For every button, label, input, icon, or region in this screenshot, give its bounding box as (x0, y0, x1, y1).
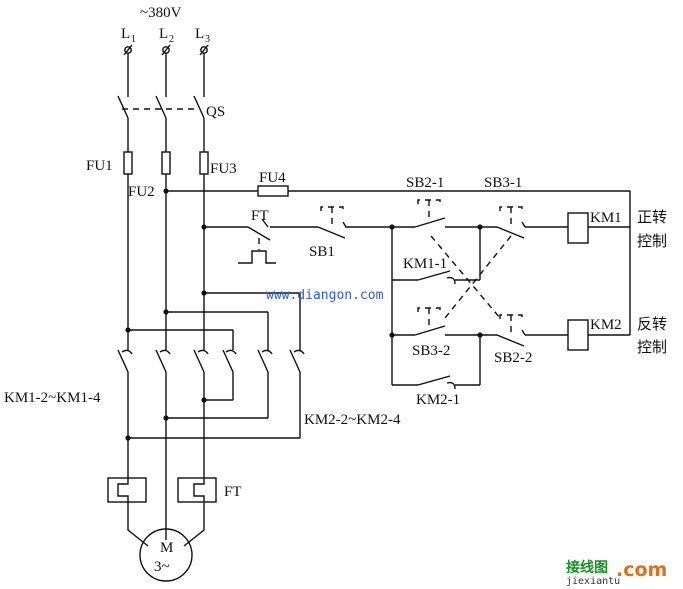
fuse-fu3 (199, 151, 209, 175)
sb2-1-contact (414, 217, 446, 228)
watermark-logo-com: .com (616, 559, 667, 581)
label-fu1: FU1 (86, 158, 113, 174)
km2-main-contact-2 (257, 349, 269, 373)
label-ft-switch: FT (251, 208, 269, 224)
label-l2: L (159, 26, 168, 42)
km1-main-contact-2 (155, 349, 167, 373)
watermark-url: www.diangon.com (266, 288, 384, 303)
coil-km1 (567, 212, 589, 244)
label-l3-sub: 3 (205, 34, 210, 45)
label-qs: QS (206, 104, 225, 120)
motor-label-3phase: 3~ (154, 559, 170, 575)
label-sb1: SB1 (309, 244, 335, 260)
motor (139, 528, 193, 582)
label-sb3-1: SB3-1 (484, 175, 522, 191)
km2-main-contact-1 (222, 349, 234, 373)
label-sb2-1: SB2-1 (406, 175, 444, 191)
thermal-heater-2 (177, 477, 217, 503)
motor-label-m: M (160, 540, 173, 556)
label-km2-main: KM2-2~KM2-4 (304, 412, 401, 428)
coil-km2 (567, 319, 589, 351)
label-km1-coil: KM1 (590, 210, 622, 226)
label-l1: L (121, 26, 130, 42)
ft-thermal-symbol (238, 250, 276, 264)
watermarks: www.diangon.com 接线图 .com jiexiantu (266, 288, 667, 587)
watermark-logo-pinyin: jiexiantu (566, 576, 620, 587)
fuse-fu1 (123, 151, 133, 175)
power-circuit (107, 290, 305, 582)
label-km2-1: KM2-1 (416, 392, 460, 408)
label-forward-1: 正转 (637, 208, 667, 226)
ft-contact (247, 226, 271, 241)
label-forward-2: 控制 (637, 232, 667, 250)
fuse-fu4 (257, 185, 289, 197)
label-fu4: FU4 (259, 170, 286, 186)
sb3-2-contact (414, 325, 446, 336)
label-fu2: FU2 (128, 184, 155, 200)
fuse-fu2 (161, 151, 171, 175)
label-fu3: FU3 (210, 161, 237, 177)
voltage-label: ~380V (140, 5, 182, 21)
control-circuit (163, 185, 631, 390)
interlock-1 (430, 235, 501, 319)
label-km1-1: KM1-1 (403, 256, 447, 272)
label-ft-relay: FT (224, 484, 242, 500)
km1-1-contact (417, 270, 451, 281)
label-sb3-2: SB3-2 (412, 343, 450, 359)
km1-main-contact-1 (117, 349, 129, 373)
interlock-2 (444, 235, 512, 319)
label-reverse-1: 反转 (637, 315, 667, 333)
km2-main-contact-3 (289, 349, 301, 373)
km1-main-contact-3 (193, 349, 205, 373)
label-km2-coil: KM2 (590, 317, 622, 333)
label-l1-sub: 1 (131, 34, 136, 45)
label-l2-sub: 2 (169, 34, 174, 45)
label-sb2-2: SB2-2 (494, 350, 532, 366)
labels: ~380V L 1 L 2 L 3 QS FU1 FU2 FU3 FU4 FT … (4, 5, 667, 575)
thermal-heater-1 (107, 477, 147, 503)
watermark-logo-cn: 接线图 (566, 559, 608, 576)
km2-1-contact (417, 375, 451, 386)
phase-wires-top (117, 53, 205, 152)
sb1-contact (317, 226, 346, 239)
label-km1-main: KM1-2~KM1-4 (4, 390, 101, 406)
sb2-2-contact (496, 334, 525, 347)
sb3-1-contact (496, 226, 525, 239)
label-reverse-2: 控制 (637, 338, 667, 356)
label-l3: L (195, 26, 204, 42)
